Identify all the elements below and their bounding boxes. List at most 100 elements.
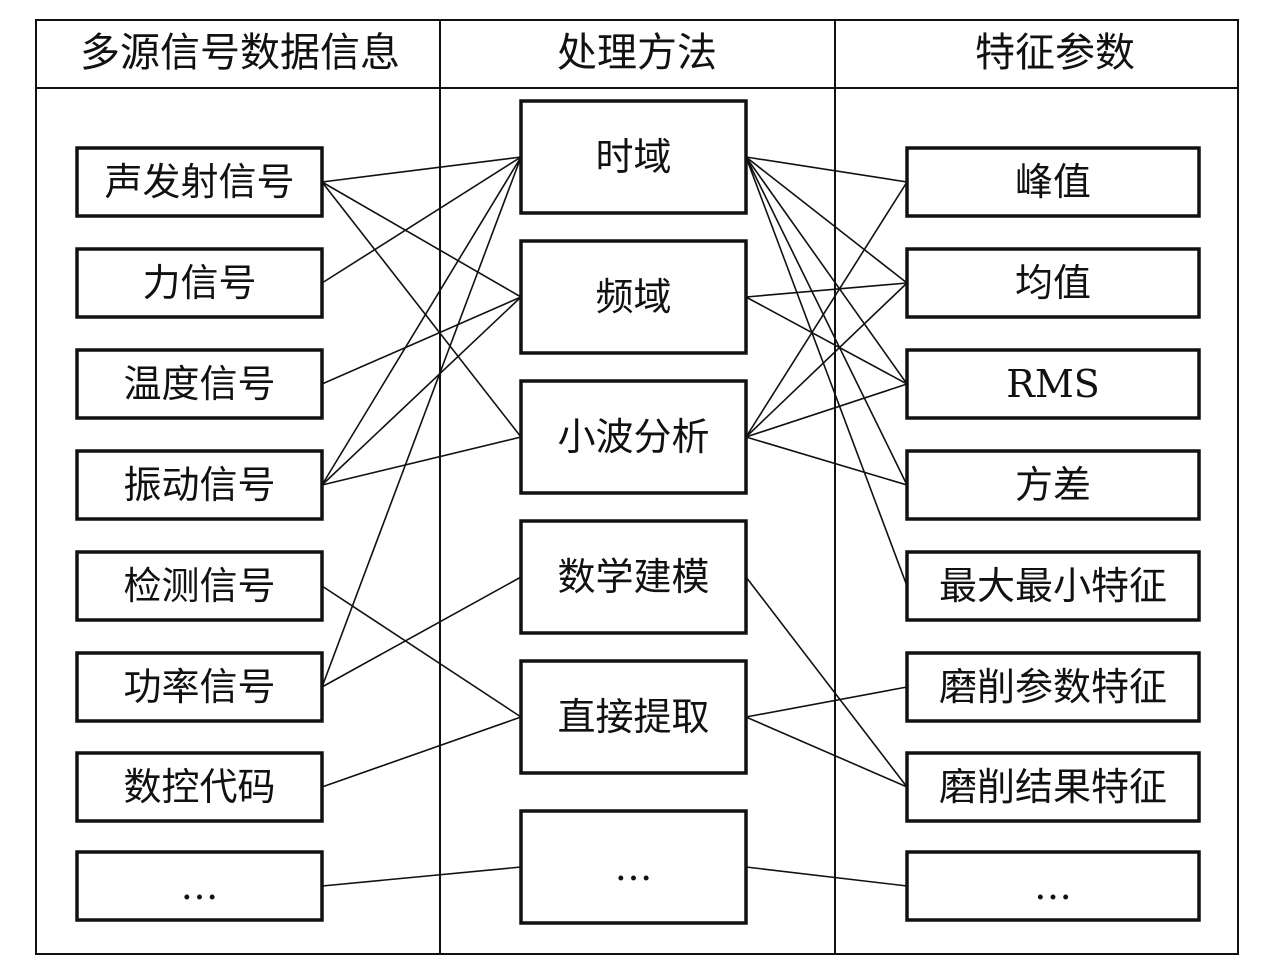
header-sources: 多源信号数据信息	[80, 30, 400, 76]
source-label: …	[181, 864, 219, 908]
edge-method-feature	[745, 156, 908, 385]
method-node: …	[519, 809, 748, 925]
source-box	[75, 146, 324, 218]
method-box	[519, 99, 748, 215]
edge-source-method	[321, 181, 522, 438]
edge-source-method	[321, 156, 522, 183]
source-label: 数控代码	[123, 765, 275, 809]
edge-method-feature	[745, 181, 908, 438]
header-methods: 处理方法	[557, 30, 717, 76]
feature-box	[905, 751, 1201, 823]
source-node: 声发射信号	[75, 146, 324, 218]
source-box	[75, 449, 324, 521]
edge-method-feature	[745, 383, 908, 438]
edge-method-feature	[745, 866, 908, 887]
connections	[321, 156, 908, 887]
method-label: 直接提取	[557, 695, 709, 739]
method-box	[519, 379, 748, 495]
method-label: 小波分析	[557, 415, 709, 459]
edge-source-method	[321, 436, 522, 486]
feature-node: 均值	[905, 247, 1201, 319]
feature-label: 峰值	[1015, 160, 1091, 204]
source-node: 温度信号	[75, 348, 324, 420]
edge-source-method	[321, 156, 522, 688]
edge-source-method	[321, 156, 522, 284]
feature-node: 方差	[905, 449, 1201, 521]
source-box	[75, 348, 324, 420]
edge-method-feature	[745, 282, 908, 298]
feature-label: …	[1034, 864, 1072, 908]
source-label: 检测信号	[123, 564, 275, 608]
source-label: 振动信号	[123, 463, 275, 507]
edge-source-method	[321, 296, 522, 486]
source-node: 数控代码	[75, 751, 324, 823]
edge-method-feature	[745, 686, 908, 718]
source-label: 温度信号	[123, 362, 275, 406]
source-label: 力信号	[142, 261, 256, 305]
feature-box	[905, 146, 1201, 218]
edge-method-feature	[745, 296, 908, 385]
edge-source-method	[321, 585, 522, 718]
feature-node: …	[905, 850, 1201, 922]
table-frame	[35, 19, 1239, 955]
edge-method-feature	[745, 282, 908, 438]
source-box	[75, 751, 324, 823]
source-label: 声发射信号	[104, 160, 294, 204]
edge-method-feature	[745, 436, 908, 486]
feature-box	[905, 651, 1201, 723]
method-label: …	[615, 845, 653, 889]
method-box	[519, 239, 748, 355]
method-box	[519, 519, 748, 635]
edge-method-feature	[745, 576, 908, 788]
header-features: 特征参数	[975, 30, 1135, 76]
edge-method-feature	[745, 156, 908, 587]
edge-method-feature	[745, 716, 908, 788]
source-box	[75, 651, 324, 723]
feature-label: 方差	[1015, 463, 1091, 507]
edge-method-feature	[745, 156, 908, 183]
method-node: 直接提取	[519, 659, 748, 775]
source-node: …	[75, 850, 324, 922]
method-node: 小波分析	[519, 379, 748, 495]
feature-node: 峰值	[905, 146, 1201, 218]
edge-source-method	[321, 576, 522, 688]
source-label: 功率信号	[123, 665, 275, 709]
feature-label: 均值	[1015, 261, 1091, 305]
feature-box	[905, 348, 1201, 420]
feature-node: RMS	[905, 348, 1201, 420]
method-label: 时域	[595, 135, 671, 179]
feature-label: 最大最小特征	[939, 564, 1167, 608]
method-label: 频域	[595, 275, 671, 319]
feature-label: RMS	[1006, 362, 1100, 406]
edge-source-method	[321, 156, 522, 486]
edge-method-feature	[745, 156, 908, 486]
feature-label: 磨削结果特征	[939, 765, 1167, 809]
source-box	[75, 247, 324, 319]
source-node: 检测信号	[75, 550, 324, 622]
source-box	[75, 550, 324, 622]
method-box	[519, 659, 748, 775]
feature-node: 最大最小特征	[905, 550, 1201, 622]
feature-box	[905, 550, 1201, 622]
source-node: 功率信号	[75, 651, 324, 723]
method-node: 时域	[519, 99, 748, 215]
edge-source-method	[321, 181, 522, 298]
edge-source-method	[321, 296, 522, 385]
source-node: 振动信号	[75, 449, 324, 521]
feature-node: 磨削参数特征	[905, 651, 1201, 723]
feature-label: 磨削参数特征	[939, 665, 1167, 709]
source-node: 力信号	[75, 247, 324, 319]
feature-box	[905, 850, 1201, 922]
method-label: 数学建模	[557, 555, 709, 599]
edge-source-method	[321, 866, 522, 887]
source-box	[75, 850, 324, 922]
method-node: 数学建模	[519, 519, 748, 635]
feature-box	[905, 247, 1201, 319]
method-node: 频域	[519, 239, 748, 355]
edge-method-feature	[745, 156, 908, 284]
feature-box	[905, 449, 1201, 521]
feature-node: 磨削结果特征	[905, 751, 1201, 823]
edge-source-method	[321, 716, 522, 788]
